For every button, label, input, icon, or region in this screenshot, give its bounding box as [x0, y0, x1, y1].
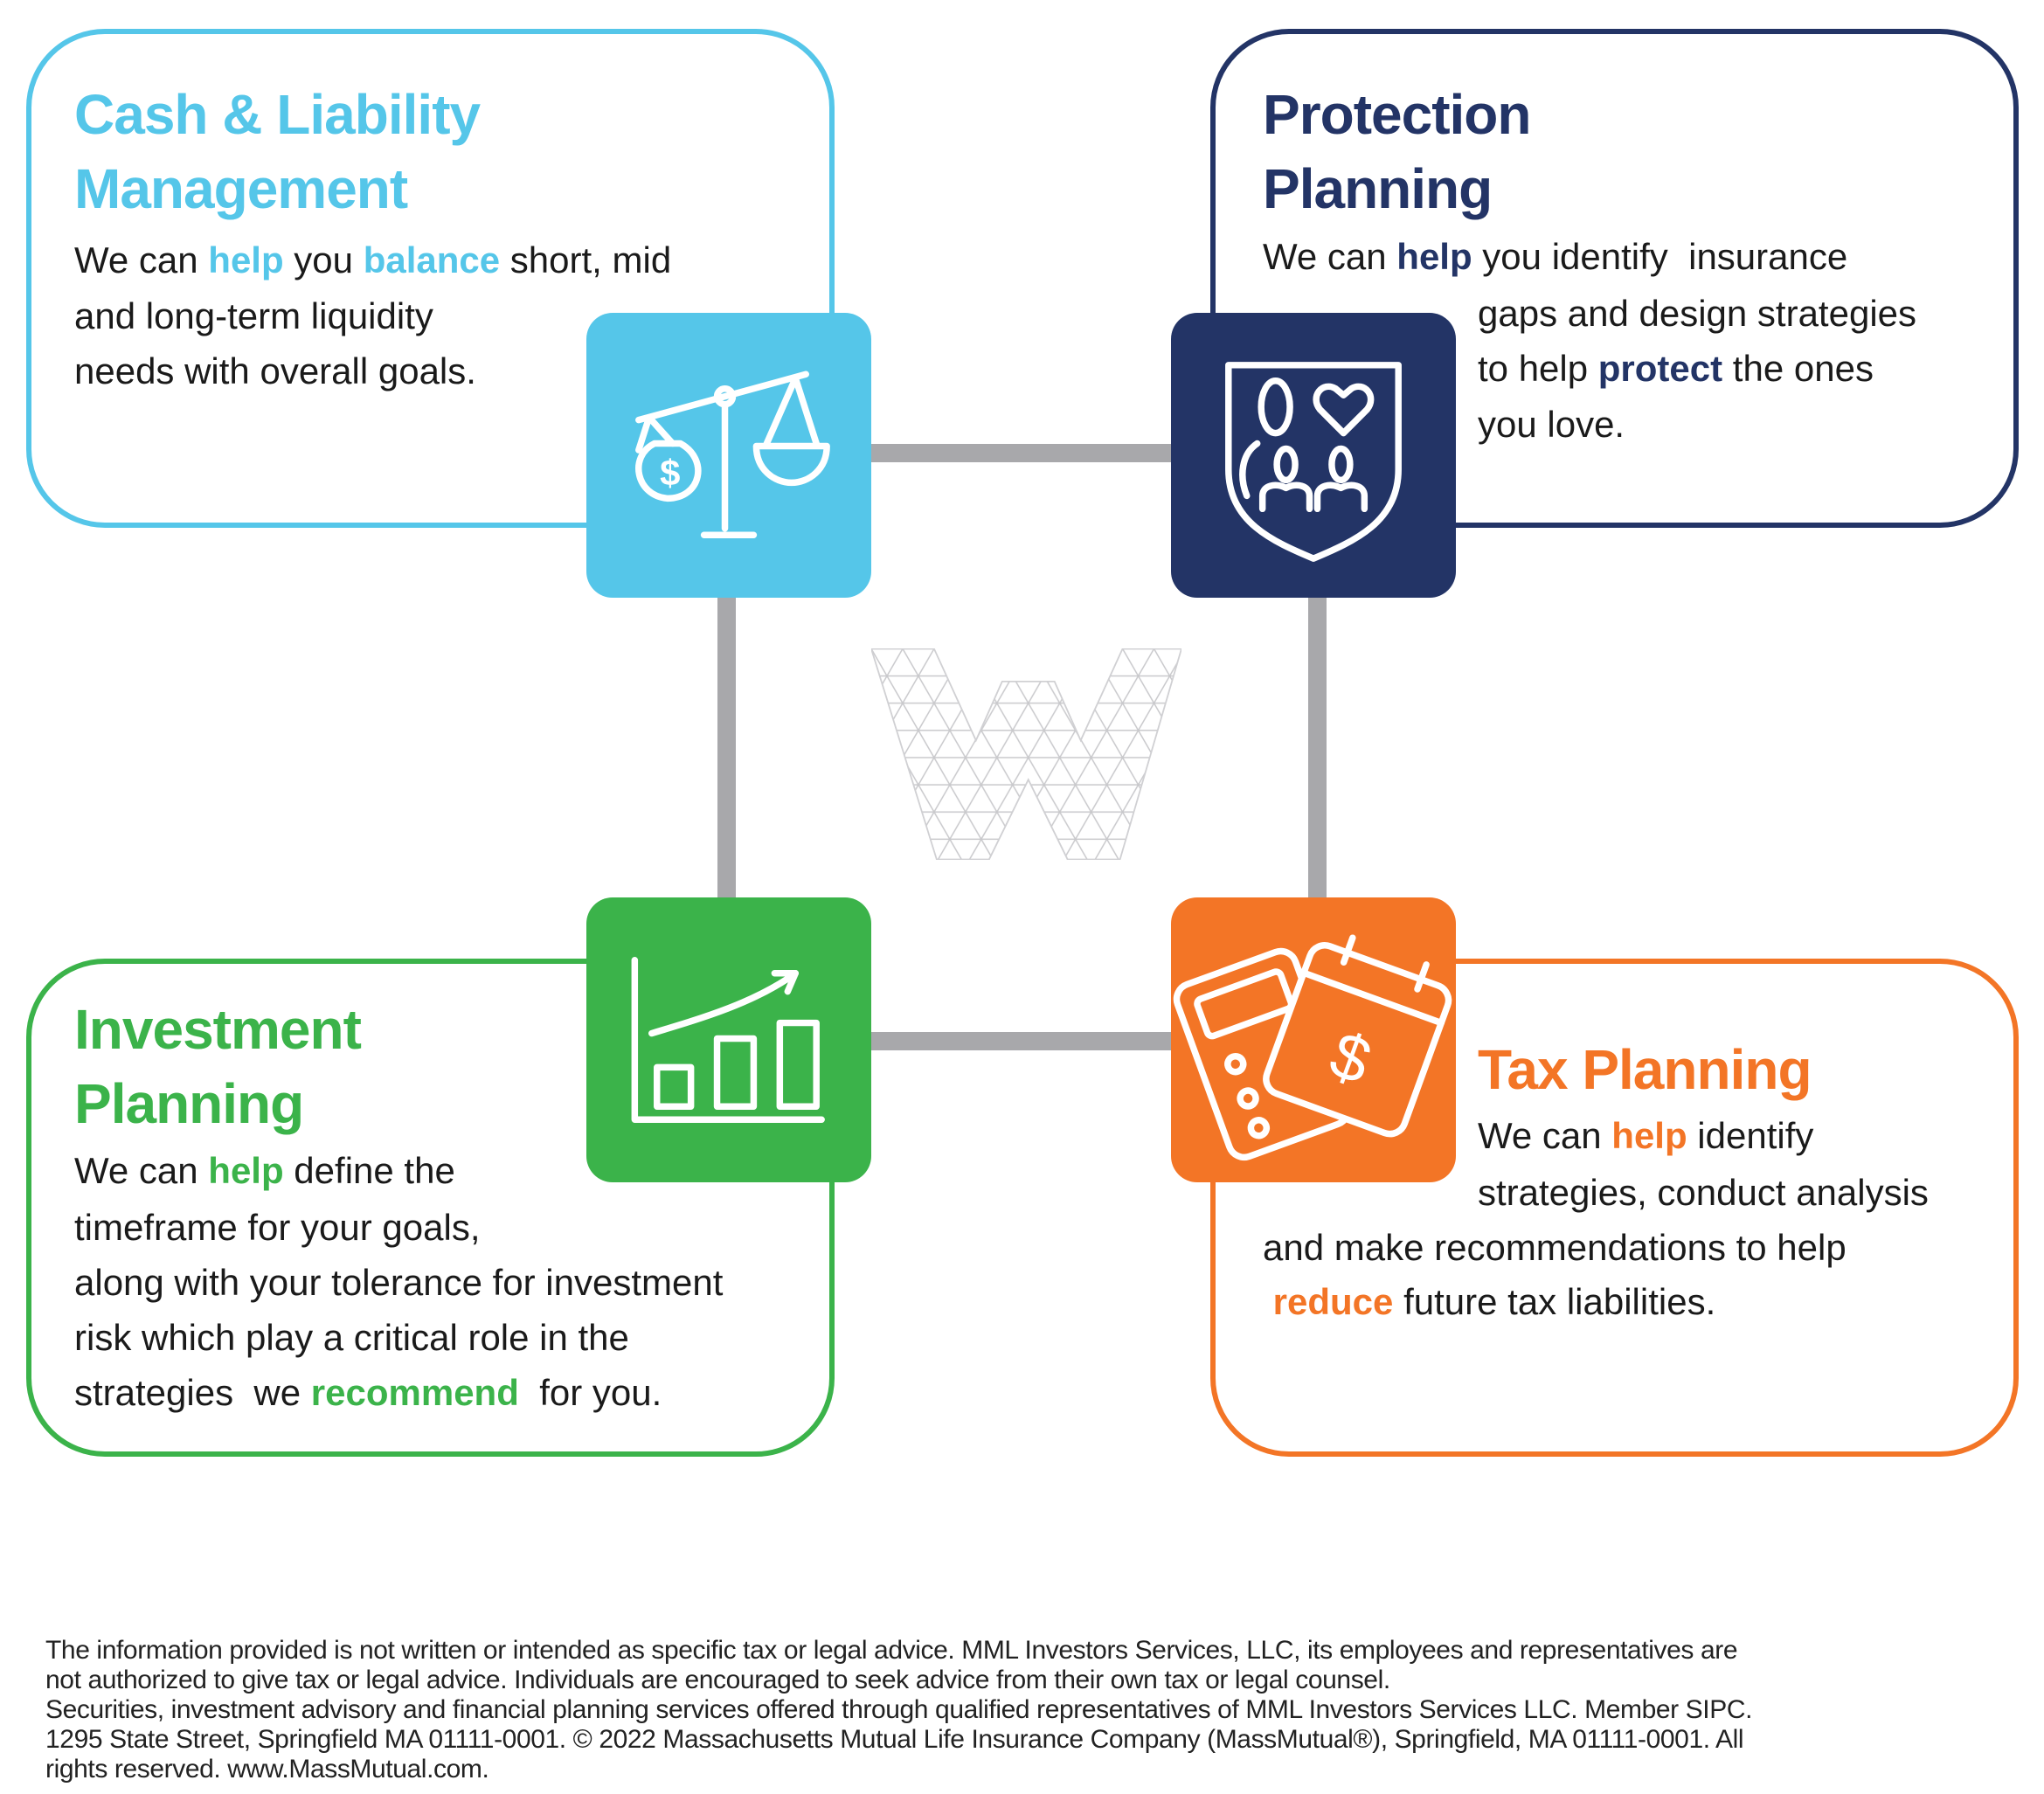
body-text: needs with overall goals.	[74, 350, 476, 391]
footer-line: Securities, investment advisory and fina…	[45, 1695, 1753, 1724]
body-text: risk which play a critical role in the	[74, 1317, 629, 1358]
connector-bottom	[865, 1032, 1180, 1050]
highlight-word: reduce	[1272, 1281, 1394, 1322]
body-text: and long-term liquidity	[74, 295, 433, 336]
connector-left	[717, 590, 736, 904]
body-text: along with your tolerance for investment	[74, 1262, 724, 1303]
body-text: We can	[74, 1150, 209, 1191]
protection-body-line: gaps and design strategies	[1478, 286, 1916, 342]
body-text: We can	[74, 239, 209, 281]
family-shield-icon	[1225, 362, 1402, 562]
body-text: you	[283, 239, 364, 281]
disclaimer-footer: The information provided is not written …	[45, 1636, 1752, 1784]
body-text: identify	[1687, 1115, 1814, 1156]
highlight-word: help	[1611, 1115, 1687, 1156]
connector-top	[865, 444, 1180, 462]
body-text: the ones	[1722, 348, 1874, 389]
growth-chart-icon	[631, 957, 825, 1123]
tax-body-line: strategies, conduct analysis	[1478, 1165, 1929, 1221]
body-text: gaps and design strategies	[1478, 293, 1917, 334]
body-text: you love.	[1478, 404, 1625, 445]
cash-body-line: and long-term liquidity	[74, 288, 433, 344]
investment-title-line: Planning	[74, 1072, 304, 1135]
svg-text:$: $	[660, 452, 680, 493]
body-text: and make recommendations to help	[1263, 1227, 1847, 1268]
investment-title-line: Investment	[74, 998, 362, 1061]
body-text: strategies we	[74, 1372, 311, 1413]
footer-line: not authorized to give tax or legal advi…	[45, 1666, 1390, 1694]
highlight-word: recommend	[310, 1372, 519, 1413]
investment-body-line: timeframe for your goals,	[74, 1200, 481, 1256]
footer-line: 1295 State Street, Springfield MA 01111-…	[45, 1725, 1744, 1754]
body-text: to help	[1478, 348, 1598, 389]
protection-title-line: Planning	[1263, 157, 1493, 220]
cash-title-line: Management	[74, 157, 408, 220]
footer-line: The information provided is not written …	[45, 1636, 1738, 1665]
tax-body-line: and make recommendations to help	[1263, 1220, 1847, 1276]
protection-body-line: you love.	[1478, 397, 1625, 453]
triangle-w-logo-icon	[871, 648, 1181, 860]
tax-body-line: We can help identify	[1478, 1108, 1813, 1164]
cash-body-line: We can help you balance short, mid	[74, 232, 671, 288]
investment-body-line: strategies we recommend for you.	[74, 1365, 662, 1421]
footer-line: rights reserved. www.MassMutual.com.	[45, 1755, 489, 1784]
highlight-word: balance	[363, 239, 501, 281]
tax-planning-icon-tile: $	[1171, 897, 1456, 1182]
body-text: We can	[1263, 236, 1397, 277]
investment-body-line: along with your tolerance for investment	[74, 1255, 723, 1311]
body-text: you identify insurance	[1472, 236, 1848, 277]
connector-right	[1308, 590, 1327, 904]
body-text: short, mid	[500, 239, 672, 281]
highlight-word: help	[208, 239, 284, 281]
body-text: for you.	[518, 1372, 662, 1413]
highlight-word: help	[208, 1150, 284, 1191]
calculator-calendar-icon: $	[1173, 934, 1452, 1161]
protection-planning-icon-tile	[1171, 313, 1456, 598]
cash-title-line: Cash & Liability	[74, 83, 481, 146]
cash-liability-icon-tile: $	[586, 313, 871, 598]
protection-body-line: We can help you identify insurance	[1263, 229, 1847, 285]
tax-body-line: reduce future tax liabilities.	[1263, 1274, 1716, 1330]
body-text	[1263, 1281, 1273, 1322]
investment-planning-icon-tile	[586, 897, 871, 1182]
body-text: strategies, conduct analysis	[1478, 1172, 1929, 1213]
body-text: We can	[1478, 1115, 1612, 1156]
body-text: define the	[283, 1150, 455, 1191]
cash-body-line: needs with overall goals.	[74, 343, 476, 399]
highlight-word: help	[1396, 236, 1472, 277]
investment-body-line: We can help define the	[74, 1143, 455, 1199]
tax-title-line: Tax Planning	[1478, 1038, 1812, 1101]
protection-title-line: Protection	[1263, 83, 1531, 146]
body-text: future tax liabilities.	[1393, 1281, 1716, 1322]
highlight-word: protect	[1597, 348, 1723, 389]
protection-body-line: to help protect the ones	[1478, 341, 1874, 397]
investment-body-line: risk which play a critical role in the	[74, 1310, 629, 1366]
body-text: timeframe for your goals,	[74, 1207, 481, 1248]
balance-scale-icon: $	[635, 371, 830, 538]
